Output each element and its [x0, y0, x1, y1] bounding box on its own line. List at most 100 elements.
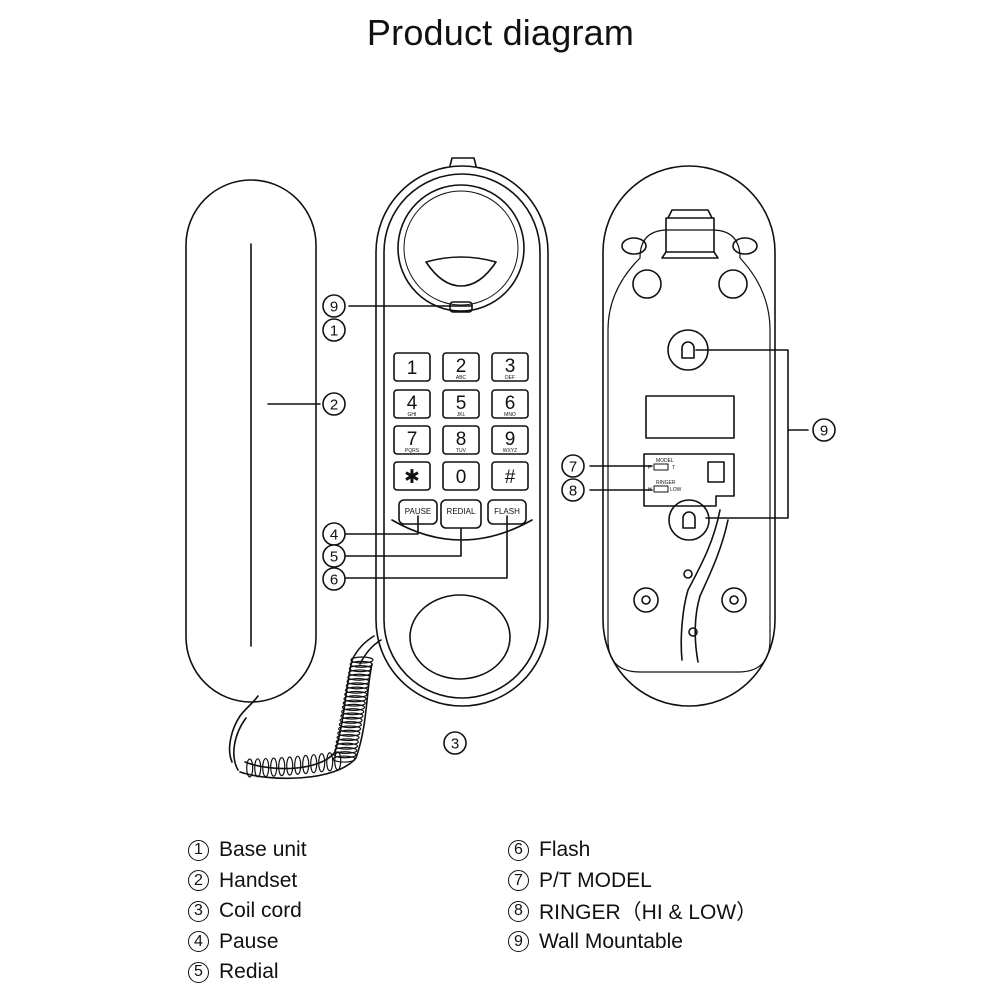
- keypad-key: #: [491, 461, 529, 491]
- page-title: Product diagram: [366, 12, 635, 53]
- svg-text:9: 9: [820, 423, 828, 440]
- handset-body: [185, 179, 317, 703]
- legend-label: Handset: [219, 868, 298, 892]
- callout-1: 1: [322, 318, 346, 342]
- legend-label: Redial: [219, 960, 279, 984]
- cradle-bottom-cup: [409, 594, 511, 680]
- svg-text:0: 0: [456, 467, 467, 488]
- legend-number: 3: [188, 900, 209, 922]
- svg-text:DEF: DEF: [505, 375, 515, 381]
- coil-cord: [228, 635, 382, 780]
- back-outer-shell: [602, 165, 776, 707]
- svg-text:5: 5: [456, 393, 467, 414]
- label-area: [645, 395, 735, 439]
- legend-number: 4: [188, 931, 209, 953]
- svg-text:9: 9: [505, 429, 516, 450]
- callout-8: 8: [561, 478, 585, 502]
- svg-text:7: 7: [569, 459, 577, 476]
- svg-text:REDIAL: REDIAL: [447, 507, 476, 516]
- svg-text:WXYZ: WXYZ: [503, 448, 517, 454]
- legend-number: 7: [508, 870, 529, 892]
- screw-bottom-right: [721, 587, 747, 613]
- svg-text:3: 3: [505, 356, 516, 377]
- keypad-key: ✱: [393, 461, 431, 491]
- keypad-key: 0: [442, 461, 480, 491]
- screw-bottom-left: [633, 587, 659, 613]
- legend-number: 9: [508, 931, 529, 953]
- svg-text:7: 7: [407, 429, 418, 450]
- legend-number: 8: [508, 900, 529, 922]
- callout-2: 2: [322, 392, 346, 416]
- legend-item: 4 Pause: [188, 927, 307, 958]
- svg-text:GHI: GHI: [408, 412, 417, 418]
- top-left-slot: [621, 237, 647, 255]
- svg-text:✱: ✱: [404, 467, 420, 488]
- callout-7: 7: [561, 454, 585, 478]
- ringer-switch: [653, 485, 669, 493]
- legend-item: 9 Wall Mountable: [508, 927, 757, 958]
- cradle-top-cup: [397, 184, 525, 312]
- svg-text:P: P: [648, 465, 652, 471]
- callout-6: 6: [322, 567, 346, 591]
- legend-number: 6: [508, 839, 529, 861]
- callout-9-back: 9: [812, 418, 836, 442]
- front-inner-shell: [383, 173, 541, 699]
- svg-text:1: 1: [407, 358, 418, 379]
- wall-mount-hole-lower: [668, 499, 710, 541]
- legend-label: Wall Mountable: [539, 929, 683, 953]
- svg-text:8: 8: [456, 429, 467, 450]
- redial-key: REDIAL: [440, 499, 482, 529]
- svg-text:T: T: [672, 465, 675, 471]
- legend-number: 1: [188, 839, 209, 861]
- switch-panel: [643, 453, 735, 507]
- hook-switch: [449, 301, 473, 313]
- svg-text:9: 9: [330, 299, 338, 316]
- svg-text:8: 8: [569, 483, 577, 500]
- top-tab: [449, 157, 477, 167]
- legend-label: Flash: [539, 838, 591, 862]
- hook-slot: [425, 256, 497, 287]
- svg-text:6: 6: [505, 393, 516, 414]
- svg-text:5: 5: [330, 549, 338, 566]
- legend-label: RINGER（HI & LOW）: [539, 901, 758, 925]
- foot-top-right: [718, 269, 748, 299]
- legend-item: 3 Coil cord: [188, 896, 307, 927]
- foot-top-left: [632, 269, 662, 299]
- callout-3: 3: [443, 731, 467, 755]
- top-right-slot: [732, 237, 758, 255]
- hanger-tab: [665, 217, 715, 253]
- cord-channel: [680, 509, 729, 663]
- legend-label: Coil cord: [219, 899, 302, 923]
- svg-text:#: #: [505, 467, 516, 488]
- keypad-key: 1: [393, 352, 431, 382]
- svg-text:H: H: [648, 487, 652, 493]
- svg-text:2: 2: [456, 356, 467, 377]
- svg-text:TUV: TUV: [456, 448, 467, 454]
- callout-9-front: 9: [322, 294, 346, 318]
- ringer-switch-label: RINGER: [656, 480, 676, 486]
- model-switch: [653, 463, 669, 471]
- svg-text:LOW: LOW: [670, 487, 682, 493]
- switch-panel-port: [707, 461, 725, 483]
- svg-text:JKL: JKL: [457, 412, 466, 418]
- back-inner-panel: [607, 229, 771, 673]
- legend-label: Pause: [219, 929, 279, 953]
- svg-text:FLASH: FLASH: [494, 507, 520, 516]
- svg-text:PQRS: PQRS: [405, 448, 420, 454]
- svg-text:2: 2: [330, 397, 338, 414]
- callout-5: 5: [322, 544, 346, 568]
